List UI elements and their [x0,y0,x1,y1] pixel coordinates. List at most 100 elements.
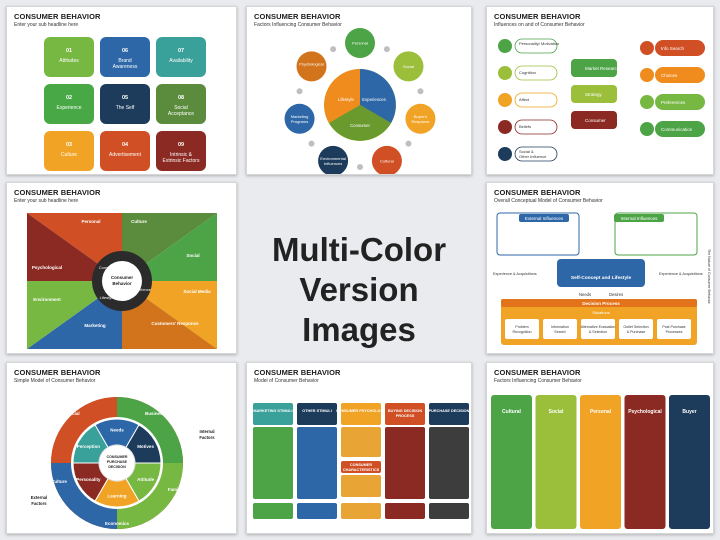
center-label: Consumer [350,123,370,128]
process-step-label: Alternative Evaluation [581,325,616,329]
wheel-ring-label: Experience [131,287,152,292]
model-column-header [253,403,293,425]
tile-6 [100,37,150,77]
tile-1 [44,37,94,77]
wheel-factor: Environment [33,297,61,302]
slide-subtitle: Enter your sub headline here [14,22,79,28]
external-label: External Influences [525,216,564,221]
simple-model: CONSUMERPURCHASEDECISIONNeedsMotivesAtti… [31,397,215,529]
model-char-title: CHARACTERISTICS [343,468,380,472]
tile-number: 09 [178,142,184,148]
model-column-header [385,403,425,425]
slide-thumbnail-5[interactable]: CONSUMER BEHAVIOR Overall Conceptual Mod… [486,182,714,354]
slide-title: CONSUMER BEHAVIOR [14,188,101,197]
tile-label: Advertisement [109,152,142,158]
outcome-pill [655,67,705,83]
process-step-label: & Selection [589,330,607,334]
influence-label: Social & [519,149,534,154]
process-step [581,319,615,339]
center-label: Experiences [362,97,386,102]
model-column-title: OTHER STIMULI [302,409,332,413]
cycle-node [318,145,349,174]
tile-number: 06 [122,48,128,54]
title-line-2: Version Images [299,271,419,348]
slide-thumbnail-7[interactable]: CONSUMER BEHAVIOR Model of Consumer Beha… [246,362,472,534]
simple-inner-label: Motives [137,444,154,449]
cycle-node [371,145,402,174]
slide-title: CONSUMER BEHAVIOR [254,368,341,377]
tile-grid: 01Attitudes06BrandAwareness07Availabilit… [44,37,206,171]
influence-label: Personality/ Motivation [519,41,559,46]
influence-label: Beliefs [519,124,531,129]
internal-factors-label: Internal [199,429,214,434]
model-column-title: PROCESS [396,414,415,418]
factor-column [624,395,666,529]
cycle-arrow [296,88,303,95]
model-column-base [253,503,293,519]
cycle-diagram: PersonalSocialBuyer'sResponseCulturalEnv… [284,28,436,174]
wheel-center: Behavior [112,281,132,286]
internal-label: Internal Influences [621,216,659,221]
cycle-node [284,103,315,134]
slide-thumbnail-4[interactable]: CONSUMER BEHAVIOR Enter your sub headlin… [6,182,237,354]
slide-thumbnail-8[interactable]: CONSUMER BEHAVIOR Factors Influencing Co… [486,362,714,534]
tile-number: 07 [178,48,184,54]
slide-thumbnail-3[interactable]: CONSUMER BEHAVIOR Influences on and of C… [486,6,714,175]
cycle-node-label: Environmental [320,156,346,161]
simple-inner-label: Needs [110,428,124,433]
wheel-factor: Social [186,253,199,258]
slide-thumbnail-1[interactable]: CONSUMER BEHAVIOR Enter your sub headlin… [6,6,237,175]
outcome-icon [640,95,654,109]
cycle-arrow [330,46,337,53]
tile-label: Attitudes [59,58,79,64]
process-step-label: Information [551,325,569,329]
middle-box [571,85,617,103]
slide-title: CONSUMER BEHAVIOR [14,12,101,21]
simple-inner-label: Attitude [137,477,154,482]
simple-center: CONSUMER [107,455,128,459]
model-column-title: PURCHASE DECISION [429,409,470,413]
decision-label: Decision Process [582,301,620,306]
tile-label: Culture [61,152,77,158]
middle-label: Market Research [585,66,620,71]
slide-subtitle: Model of Consumer Behavior [254,378,319,384]
page-title: Multi-Color Version Images [248,230,470,350]
slide-subtitle: Overall Conceptual Model of Consumer Beh… [494,198,603,204]
slide-title: CONSUMER BEHAVIOR [494,368,581,377]
cycle-node-label: Psychological [299,61,324,66]
cycle-arrow [417,88,424,95]
tile-3 [44,131,94,171]
influences-diagram: Personality/ MotivationCognitionAffectBe… [498,38,705,162]
model-column-header [297,403,337,425]
tile-2 [44,84,94,124]
external-factors-label: External [31,495,48,500]
influence-icon [498,39,512,53]
tile-label: Extrinsic Factors [163,158,200,164]
tile-label: Social [174,105,188,111]
cycle-node-label: Cultural [380,158,394,163]
tile-number: 01 [66,48,72,54]
model-column-body [341,427,381,457]
side-label: The Nature of Consumer Behavior [707,249,711,305]
model-char-header [341,461,381,473]
slide-thumbnail-6[interactable]: CONSUMER BEHAVIOR Simple Model of Consum… [6,362,237,534]
slide-thumbnail-2[interactable]: CONSUMER BEHAVIOR Factors Influencing Co… [246,6,472,175]
slide-subtitle: Factors Influencing Consumer Behavior [494,378,582,384]
tile-8 [156,84,206,124]
model-column-title: BUYING DECISION [388,409,422,413]
slide-title: CONSUMER BEHAVIOR [14,368,101,377]
tile-number: 08 [178,95,184,101]
influence-pill [514,119,558,135]
cycle-node-label: Response [411,119,430,124]
tile-label: Acceptance [168,111,194,117]
cycle-node [296,51,327,82]
wheel-factor: Customers' Response [151,321,199,326]
simple-center: PURCHASE [107,460,128,464]
wheel-ring-label: Consumer [99,265,118,270]
tile-label: Intrinsic & [170,152,193,158]
cycle-node [345,28,375,58]
influence-icon [498,66,512,80]
process-step-label: Recognition [513,330,532,334]
tile-label: The Self [116,105,135,111]
wheel-factor: Culture [131,219,147,224]
